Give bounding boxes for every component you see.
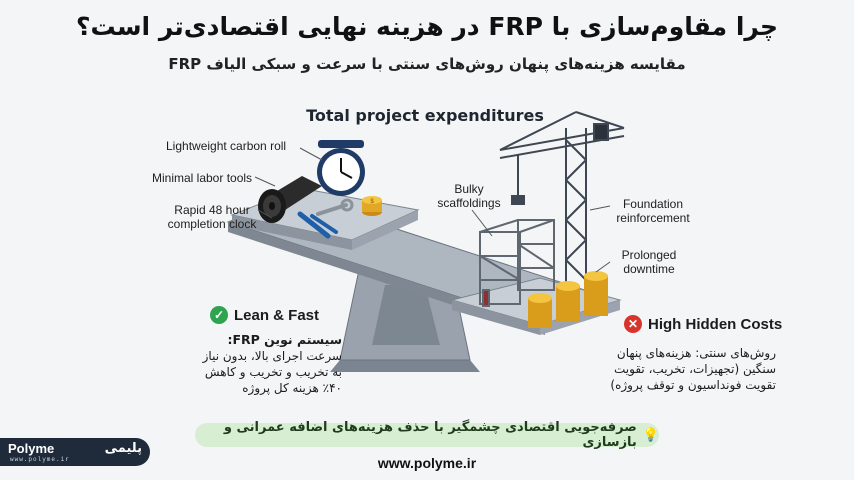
- logo-brand: Polyme: [8, 441, 55, 456]
- lean-fast-label: Lean & Fast: [234, 306, 320, 324]
- hidden-costs-label: High Hidden Costs: [648, 315, 783, 333]
- label-labor-tools: Minimal labor tools: [152, 171, 253, 185]
- lightbulb-icon: 💡: [642, 427, 659, 443]
- frp-description: سیستم نوین FRP: سرعت اجرای بالا، بدون نی…: [192, 332, 342, 396]
- website-link[interactable]: www.polyme.ir: [377, 455, 477, 471]
- label-completion-clock: Rapid 48 hour completion clock: [167, 203, 257, 231]
- label-scaffolding: Bulky scaffoldings: [437, 182, 501, 210]
- check-icon: ✓: [210, 306, 228, 324]
- svg-text:$: $: [370, 199, 374, 205]
- logo-brand-fa: پلیمی: [104, 441, 142, 456]
- diagram-heading: Total project expenditures: [306, 106, 544, 125]
- polyme-logo: Polyme پلیمی www.polyme.ir: [0, 438, 150, 466]
- label-foundation: Foundation reinforcement: [616, 197, 690, 225]
- coin-stacks-large-icon: [528, 271, 608, 328]
- scaffolding-icon: [479, 219, 555, 307]
- label-downtime: Prolonged downtime: [621, 248, 677, 276]
- savings-banner: 💡 صرفه‌جویی اقتصادی چشمگیر با حذف هزینه‌…: [195, 420, 659, 450]
- clock-icon: [317, 140, 365, 196]
- traditional-description: روش‌های سنتی: هزینه‌های پنهان سنگین (تجه…: [610, 346, 776, 392]
- page-subtitle: مقایسه هزینه‌های پنهان روش‌های سنتی با س…: [168, 55, 686, 73]
- logo-url: www.polyme.ir: [10, 456, 70, 463]
- label-carbon-roll: Lightweight carbon roll: [166, 139, 287, 153]
- tools-icon: [297, 198, 354, 239]
- frp-description-title: سیستم نوین FRP:: [227, 332, 342, 347]
- leader-lines: [254, 147, 611, 273]
- cross-icon: ✕: [624, 315, 642, 333]
- coin-stack-small-icon: $: [362, 196, 382, 216]
- savings-banner-text: صرفه‌جویی اقتصادی چشمگیر با حذف هزینه‌ها…: [223, 420, 637, 450]
- crane-icon: [499, 111, 625, 300]
- frp-description-body: سرعت اجرای بالا، بدون نیاز به تخریب و تخ…: [202, 349, 342, 395]
- lean-fast-badge: ✓ Lean & Fast: [210, 306, 319, 324]
- hidden-costs-badge: ✕ High Hidden Costs: [624, 315, 782, 333]
- page-title: چرا مقاوم‌سازی با FRP در هزینه نهایی اقت…: [76, 12, 778, 41]
